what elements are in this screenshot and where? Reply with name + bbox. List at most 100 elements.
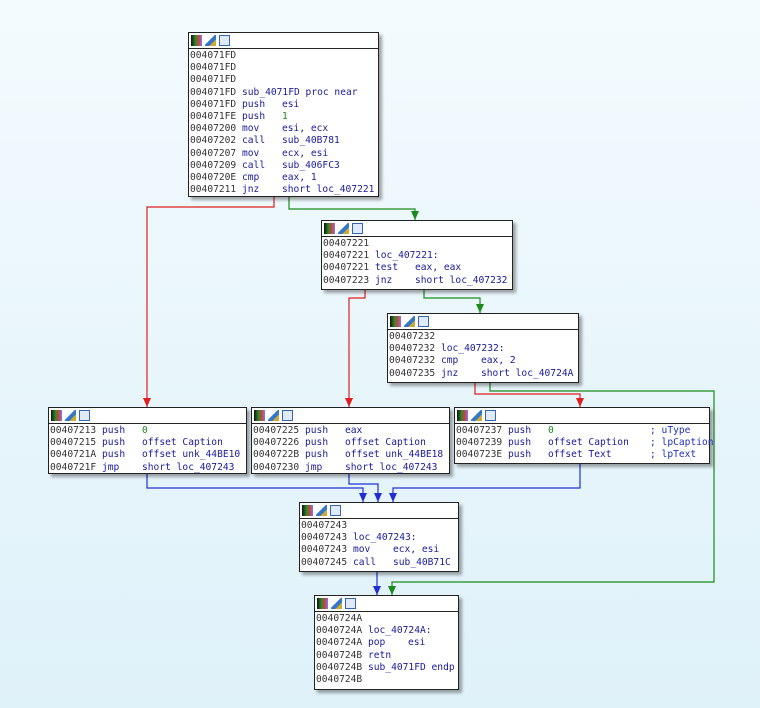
code-block-loc_407221[interactable]: 00407221 00407221 loc_407221:00407221 te… xyxy=(321,220,513,290)
code-line[interactable]: 0040724B retn xyxy=(316,650,456,662)
label: loc_407243: xyxy=(353,532,417,544)
operand: ecx, esi xyxy=(393,544,440,556)
code-line[interactable]: 00407243 loc_407243: xyxy=(301,532,456,544)
mnemonic: call xyxy=(242,159,266,171)
address: 00407226 xyxy=(253,437,300,449)
edit-icon[interactable] xyxy=(316,505,327,516)
code-line[interactable]: 0040724A loc_40724A: xyxy=(316,625,456,637)
code-line[interactable]: 00407243 xyxy=(301,520,456,532)
mnemonic: push xyxy=(508,449,532,461)
code-block-loc_407232[interactable]: 00407232 00407232 loc_407232:00407232 cm… xyxy=(387,313,579,383)
graph-overview-icon[interactable] xyxy=(418,316,429,327)
edit-icon[interactable] xyxy=(268,410,279,421)
arrowhead-icon xyxy=(389,493,397,502)
address: 00407202 xyxy=(190,135,237,147)
arrowhead-icon xyxy=(576,398,584,407)
operand: offset unk_44BE18 xyxy=(345,449,444,461)
edit-icon[interactable] xyxy=(338,223,349,234)
operand: esi, ecx xyxy=(282,123,329,135)
mnemonic: pop xyxy=(368,637,386,649)
mnemonic: push xyxy=(102,437,126,449)
color-palette-icon[interactable] xyxy=(51,410,62,421)
color-palette-icon[interactable] xyxy=(317,598,328,609)
edge-true xyxy=(288,196,416,220)
code-line[interactable]: 00407221 loc_407221: xyxy=(323,250,510,262)
address: 00407200 xyxy=(190,123,237,135)
arrowhead-icon xyxy=(388,586,396,595)
address: 00407213 xyxy=(50,425,97,436)
edit-icon[interactable] xyxy=(205,35,216,46)
operand: sub_40B781 xyxy=(282,135,340,147)
code-line[interactable]: 00407232 xyxy=(389,331,576,343)
arrowhead-icon xyxy=(476,304,484,313)
address: 0040724A xyxy=(316,625,363,637)
code-block-loc_407243[interactable]: 00407243 00407243 loc_407243:00407243 mo… xyxy=(299,502,459,572)
color-palette-icon[interactable] xyxy=(254,410,265,421)
mnemonic: jnz xyxy=(441,367,459,379)
block-header xyxy=(455,408,709,424)
color-palette-icon[interactable] xyxy=(191,35,202,46)
edit-icon[interactable] xyxy=(65,410,76,421)
color-palette-icon[interactable] xyxy=(457,410,468,421)
edit-icon[interactable] xyxy=(331,598,342,609)
code-block-sub_4071FD[interactable]: 004071FD 004071FD 004071FD 004071FD sub_… xyxy=(188,32,379,197)
code-line[interactable]: 004071FD xyxy=(190,50,376,62)
address: 00407225 xyxy=(253,425,300,436)
edit-icon[interactable] xyxy=(471,410,482,421)
operand: ecx, esi xyxy=(282,147,329,159)
mnemonic: push xyxy=(305,449,329,461)
edit-icon[interactable] xyxy=(404,316,415,327)
graph-overview-icon[interactable] xyxy=(282,410,293,421)
graph-overview-icon[interactable] xyxy=(330,505,341,516)
graph-overview-icon[interactable] xyxy=(219,35,230,46)
color-palette-icon[interactable] xyxy=(324,223,335,234)
graph-overview-icon[interactable] xyxy=(345,598,356,609)
code-block-loc_40724A[interactable]: 0040724A 0040724A loc_40724A:0040724A po… xyxy=(314,595,459,690)
code-line[interactable]: 00407232 loc_407232: xyxy=(389,343,576,355)
color-palette-icon[interactable] xyxy=(390,316,401,327)
code-line[interactable]: 0040724B xyxy=(316,674,456,686)
graph-overview-icon[interactable] xyxy=(485,410,496,421)
address: 0040721A xyxy=(50,449,97,461)
code-line[interactable]: 0040724A xyxy=(316,613,456,625)
comment: ; lpCaption xyxy=(650,437,714,449)
code-line[interactable]: 0040724B sub_4071FD endp xyxy=(316,662,456,674)
color-palette-icon[interactable] xyxy=(302,505,313,516)
code-line[interactable]: 004071FD xyxy=(190,62,376,74)
graph-overview-icon[interactable] xyxy=(352,223,363,234)
code-line[interactable]: 004071FD xyxy=(190,74,376,86)
graph-overview-icon[interactable] xyxy=(79,410,90,421)
code-line[interactable]: 00407221 xyxy=(323,238,510,250)
edge-false xyxy=(474,382,581,407)
code-line[interactable]: 004071FD sub_4071FD proc near xyxy=(190,87,376,99)
